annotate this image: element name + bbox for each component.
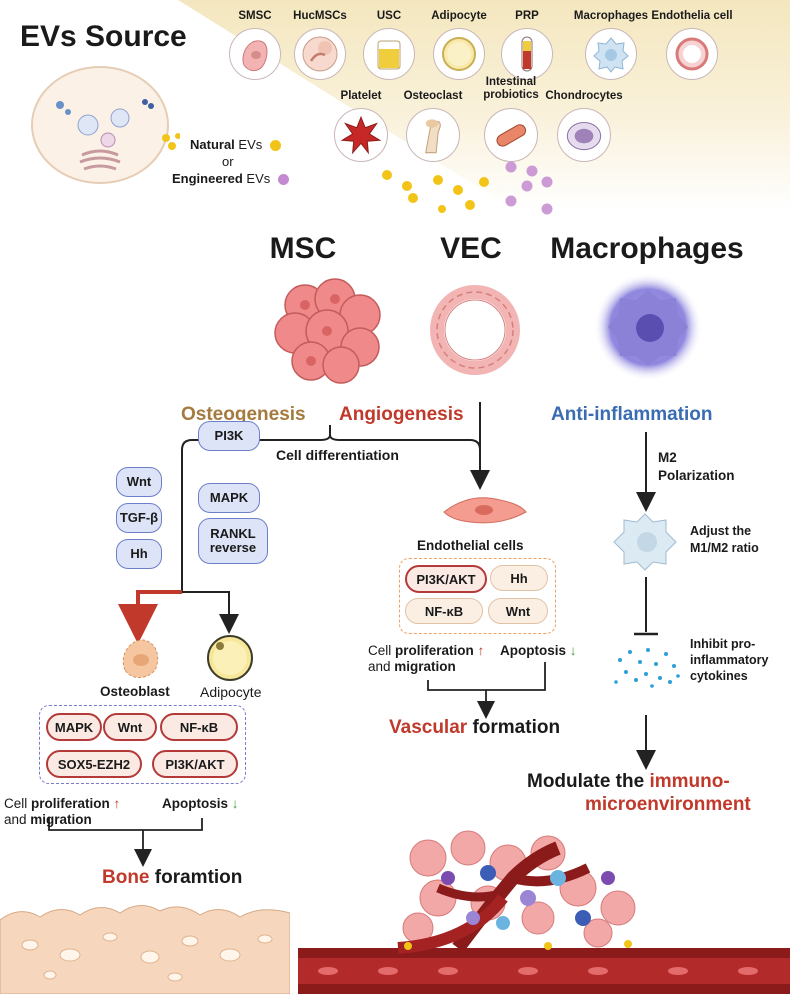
chondrocyte-icon bbox=[557, 108, 611, 162]
m2-macrophage-icon bbox=[613, 513, 677, 571]
macrophage-icon bbox=[585, 28, 637, 80]
vec-ring-icon bbox=[430, 285, 520, 375]
vec-pathway-hh: Hh bbox=[490, 565, 548, 591]
blood-tube-icon bbox=[501, 28, 553, 80]
vec-pathways-box bbox=[399, 558, 556, 634]
pathway-wnt-pill: Wnt bbox=[116, 467, 162, 497]
osteoblast-icon bbox=[122, 639, 159, 678]
platelet-icon bbox=[334, 108, 388, 162]
endothelial-cell-large-icon bbox=[443, 497, 527, 524]
adjust-ratio-line1: Adjust the bbox=[690, 524, 752, 538]
engineered-evs-legend: Engineered EVs bbox=[172, 171, 289, 186]
pathway-pi3k-pill: PI3K bbox=[198, 421, 260, 451]
pathway-tgfb-pill: TGF-β bbox=[116, 503, 162, 533]
down-arrow-icon: ↓ bbox=[231, 796, 239, 811]
endothelial-cells-label: Endothelial cells bbox=[417, 538, 524, 553]
adipocyte-label: Adipocyte bbox=[200, 684, 262, 700]
source-cell-illustration bbox=[31, 66, 180, 184]
source-label-platelet: Platelet bbox=[340, 90, 382, 102]
source-label-smsc: SMSC bbox=[238, 10, 272, 22]
osteo-pathways-box bbox=[39, 705, 246, 784]
osteoblast-label: Osteoblast bbox=[100, 684, 170, 699]
ev-particles bbox=[382, 161, 553, 215]
source-label-hucmscs: HucMSCs bbox=[293, 10, 347, 22]
inhibit-line2: inflammatory bbox=[690, 653, 769, 667]
source-label-usc: USC bbox=[376, 10, 402, 22]
macrophages-heading: Macrophages bbox=[550, 232, 744, 265]
macrophage-large-icon bbox=[594, 273, 702, 381]
engineered-ev-dot-icon bbox=[277, 174, 289, 186]
vascular-tissue-illustration bbox=[298, 830, 790, 994]
vec-pathway-wnt: Wnt bbox=[488, 598, 548, 624]
vec-heading: VEC bbox=[440, 232, 502, 265]
probiotic-bacteria-icon bbox=[484, 108, 538, 162]
immuno-outcome-line1: Modulate the immuno- bbox=[527, 771, 730, 792]
immuno-outcome-line2: microenvironment bbox=[585, 794, 751, 815]
m2-label-line1: M2 bbox=[658, 450, 677, 465]
source-label-osteoclast: Osteoclast bbox=[403, 90, 463, 102]
cell-differentiation-label: Cell differentiation bbox=[276, 447, 399, 463]
osteo-apoptosis-text: Apoptosis ↓ bbox=[162, 796, 239, 811]
vec-pathway-nfkb: NF-κB bbox=[405, 598, 483, 624]
vec-apoptosis-text: Apoptosis ↓ bbox=[500, 643, 577, 658]
osteo-migration-text: and migration bbox=[4, 812, 92, 827]
cytokines-dots-icon bbox=[614, 648, 680, 688]
natural-ev-dot-icon bbox=[269, 140, 281, 152]
source-label-prp: PRP bbox=[515, 10, 539, 22]
vascular-formation-label: Vascular formation bbox=[389, 717, 561, 738]
inhibit-line1: Inhibit pro- bbox=[690, 637, 756, 651]
bone-formation-label: Bone foramtion bbox=[102, 867, 243, 888]
natural-evs-legend: Natural EVs bbox=[190, 137, 281, 152]
adjust-ratio-line2: M1/M2 ratio bbox=[690, 541, 759, 555]
osteo-proliferation-text: Cell proliferation ↑ bbox=[4, 796, 121, 811]
osteoclast-icon bbox=[406, 108, 460, 162]
angiogenesis-label: Angiogenesis bbox=[339, 404, 464, 425]
or-label: or bbox=[222, 154, 234, 169]
osteogenesis-label: Osteogenesis bbox=[181, 404, 306, 425]
vec-migration-text: and migration bbox=[368, 659, 456, 674]
down-arrow-icon: ↓ bbox=[569, 643, 577, 658]
osteo-pathway-pi3k-akt: PI3K/AKT bbox=[152, 750, 238, 778]
osteo-pathway-nfkb: NF-κB bbox=[160, 713, 238, 741]
adipocyte-icon bbox=[433, 28, 485, 80]
pathway-mapk-pill: MAPK bbox=[198, 483, 260, 513]
m2-label-line2: Polarization bbox=[658, 468, 735, 483]
smsc-cell-icon bbox=[229, 28, 281, 80]
osteo-pathway-wnt: Wnt bbox=[103, 713, 157, 741]
source-label-chondrocytes: Chondrocytes bbox=[545, 90, 623, 102]
page-title: EVs Source bbox=[20, 20, 187, 53]
vec-pathway-pi3k-akt: PI3K/AKT bbox=[405, 565, 487, 593]
source-label-adipocyte: Adipocyte bbox=[431, 10, 487, 22]
msc-heading: MSC bbox=[269, 232, 337, 265]
up-arrow-icon: ↑ bbox=[113, 796, 121, 811]
bone-tissue-illustration bbox=[0, 905, 290, 994]
osteo-pathway-sox5-ezh2: SOX5-EZH2 bbox=[46, 750, 142, 778]
umbilical-fetus-icon bbox=[294, 28, 346, 80]
pathway-hh-pill: Hh bbox=[116, 539, 162, 569]
msc-cluster-icon bbox=[274, 278, 381, 384]
pathway-rankl-reverse-pill: RANKL reverse bbox=[198, 518, 268, 564]
osteo-pathway-mapk: MAPK bbox=[46, 713, 102, 741]
source-label-endothelia-cell: Endothelia cell bbox=[651, 10, 733, 22]
up-arrow-icon: ↑ bbox=[477, 643, 485, 658]
inhibit-line3: cytokines bbox=[690, 669, 748, 683]
anti-inflammation-label: Anti-inflammation bbox=[551, 404, 713, 425]
endothelial-cell-icon bbox=[666, 28, 718, 80]
vec-proliferation-text: Cell proliferation ↑ bbox=[368, 643, 485, 658]
source-label-macrophages: Macrophages bbox=[573, 10, 649, 22]
urine-cup-icon bbox=[363, 28, 415, 80]
adipocyte-large-icon bbox=[207, 635, 253, 681]
